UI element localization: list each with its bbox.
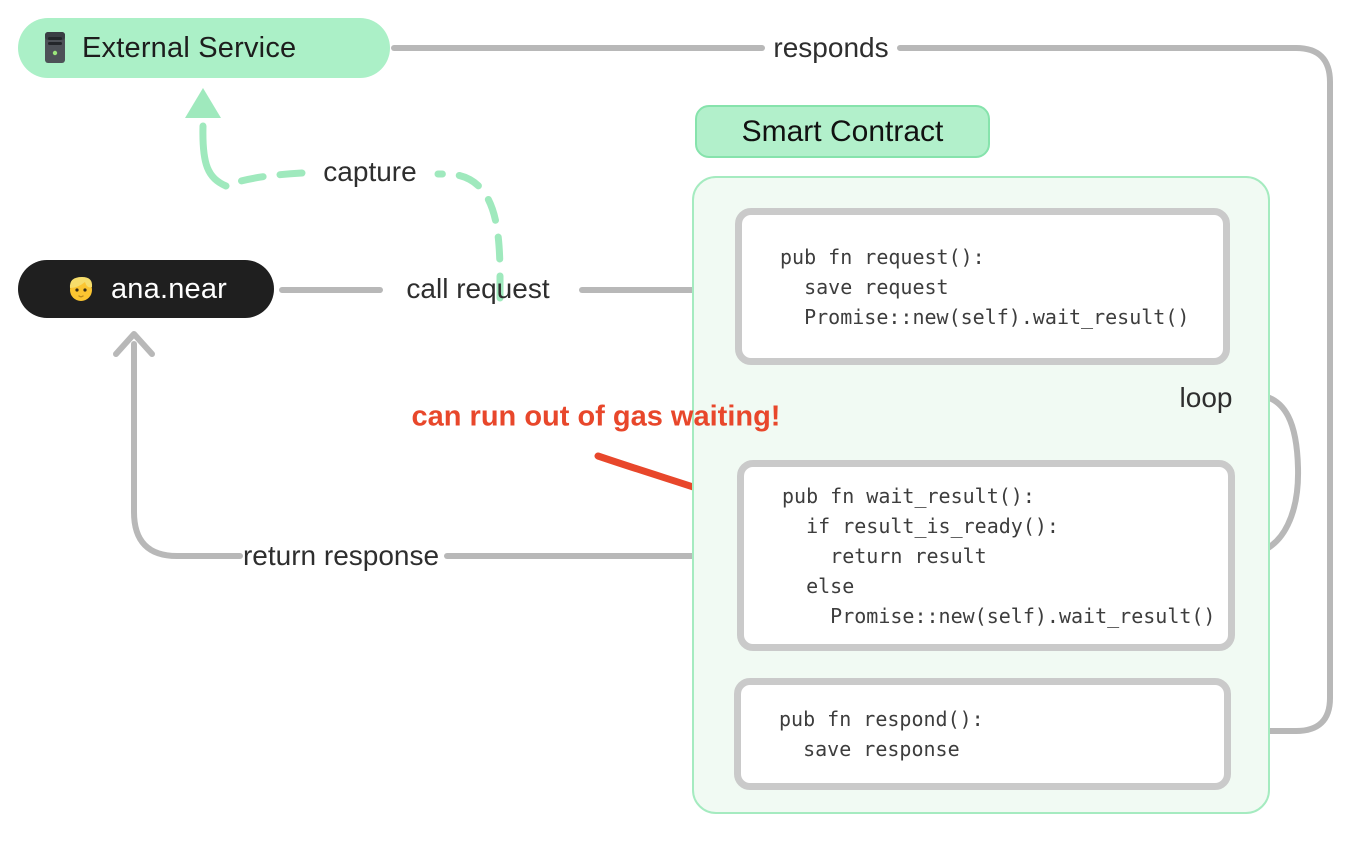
code-line: pub fn wait_result(): [782, 483, 1035, 508]
smart-contract-title: Smart Contract [695, 105, 990, 158]
responds-label: responds [773, 32, 889, 63]
external-service-node: External Service [18, 18, 390, 78]
user-label: ana.near [110, 272, 228, 305]
code-line: return result [782, 543, 987, 568]
code-line: pub fn respond(): [779, 707, 984, 731]
external-service-label: External Service [82, 31, 297, 64]
code-line: Promise::new(self).wait_result() [780, 304, 1190, 329]
warning-annotation: can run out of gas waiting! [411, 400, 781, 433]
code-line: else [782, 573, 855, 598]
code-box-request: pub fn request(): save request Promise::… [735, 208, 1230, 365]
code-box-wait-result: pub fn wait_result(): if result_is_ready… [737, 460, 1235, 651]
code-line: pub fn request(): [780, 244, 985, 269]
capture-arrowhead [185, 88, 221, 118]
code-line: save request [780, 274, 949, 299]
code-line: Promise::new(self).wait_result() [782, 603, 1216, 628]
person-icon [65, 273, 97, 305]
return-response-line [113, 331, 733, 559]
code-line: if result_is_ready(): [782, 513, 1059, 538]
code-line: save response [779, 737, 960, 761]
return-response-label: return response [242, 540, 440, 571]
call-request-label: call request [406, 273, 550, 304]
code-box-respond: pub fn respond(): save response [734, 678, 1231, 790]
return-response-arrowhead [113, 331, 155, 357]
user-node: ana.near [18, 260, 274, 318]
loop-label: loop [1179, 382, 1233, 413]
server-icon [42, 31, 68, 65]
capture-label: capture [323, 156, 417, 187]
capture-arrow [185, 88, 504, 302]
